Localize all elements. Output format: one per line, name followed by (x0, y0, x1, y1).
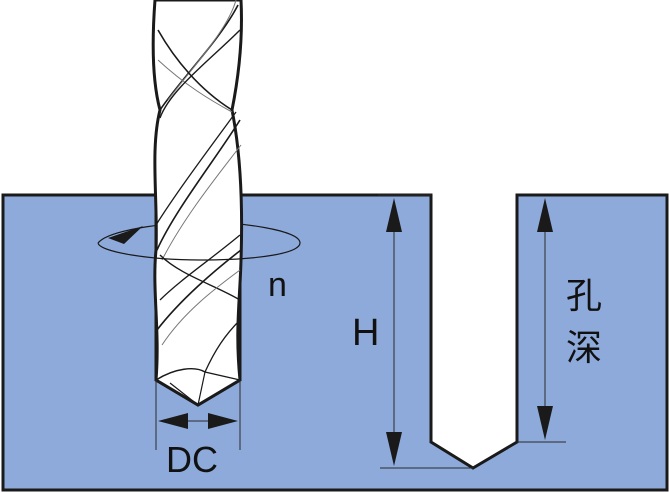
depth-total-label: H (352, 312, 379, 354)
rotation-ellipse-front (97, 242, 301, 261)
diameter-label: DC (166, 439, 218, 480)
hole-depth-label-2: 深 (566, 328, 602, 369)
twist-drill-icon (151, 0, 244, 407)
rotation-label: n (268, 266, 287, 304)
hole-depth-label-1: 孔 (566, 276, 602, 317)
rotation-arrow-icon (108, 226, 143, 244)
